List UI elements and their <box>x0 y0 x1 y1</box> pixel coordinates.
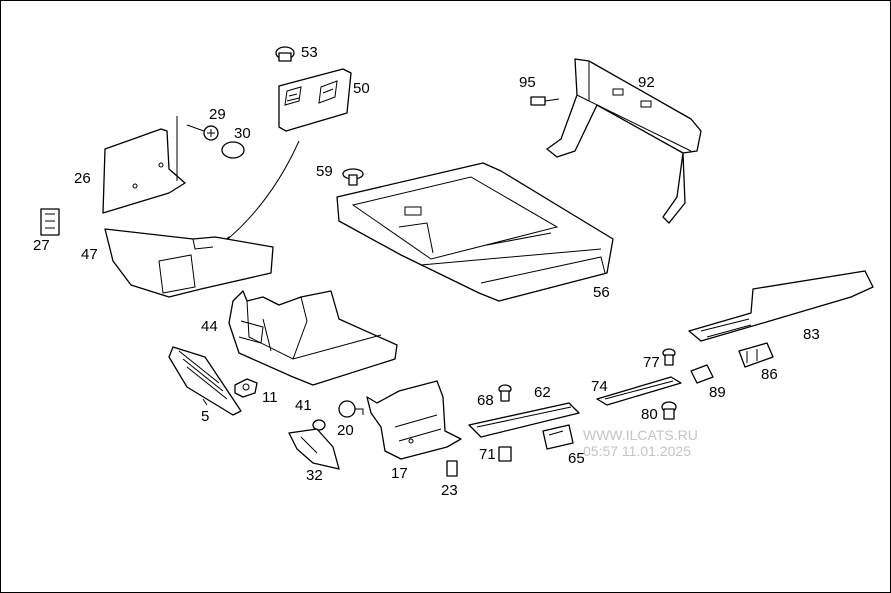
label-62: 62 <box>534 384 551 401</box>
part-74-sill-strip[interactable] <box>596 376 682 406</box>
part-50-net[interactable] <box>278 68 352 132</box>
label-65: 65 <box>568 450 585 467</box>
part-27-clip[interactable] <box>40 208 60 236</box>
label-50: 50 <box>353 80 370 97</box>
part-80-clip[interactable] <box>661 401 677 420</box>
watermark-site: WWW.ILCATS.RU <box>583 427 698 443</box>
watermark-timestamp: 05:57 11.01.2025 <box>583 443 691 459</box>
label-29: 29 <box>209 106 226 123</box>
part-77-clip[interactable] <box>662 348 676 366</box>
label-68: 68 <box>477 392 494 409</box>
label-86: 86 <box>761 366 778 383</box>
label-5: 5 <box>201 408 209 425</box>
part-56-rear-floor[interactable] <box>336 162 614 302</box>
label-77: 77 <box>643 354 660 371</box>
part-86-holder[interactable] <box>738 342 774 368</box>
part-5-plate[interactable] <box>168 346 242 416</box>
label-30: 30 <box>234 125 251 142</box>
label-80: 80 <box>641 406 658 423</box>
part-53-cap[interactable] <box>275 46 295 62</box>
label-41: 41 <box>295 397 312 414</box>
label-32: 32 <box>306 467 323 484</box>
part-83-sill-cover[interactable] <box>688 270 874 342</box>
label-27: 27 <box>33 237 50 254</box>
label-44: 44 <box>201 318 218 335</box>
part-92-crossmember[interactable] <box>546 58 702 224</box>
part-26-panel[interactable] <box>102 116 186 214</box>
part-32-bracket[interactable] <box>288 428 340 470</box>
part-11-nut[interactable] <box>234 378 258 398</box>
net-pointer-line <box>222 140 300 244</box>
part-23-block[interactable] <box>446 460 458 477</box>
part-47-carpet[interactable] <box>104 228 274 298</box>
label-56: 56 <box>593 284 610 301</box>
part-29-screw[interactable] <box>186 124 219 141</box>
part-65-holder[interactable] <box>542 424 574 450</box>
label-89: 89 <box>709 384 726 401</box>
part-59-clip[interactable] <box>342 168 364 186</box>
label-20: 20 <box>337 422 354 439</box>
part-41-clip[interactable] <box>312 419 326 431</box>
label-74: 74 <box>591 378 608 395</box>
label-92: 92 <box>638 74 655 91</box>
part-30-clip[interactable] <box>221 141 245 159</box>
label-23: 23 <box>441 482 458 499</box>
part-95-bolt[interactable] <box>530 96 560 106</box>
label-17: 17 <box>391 465 408 482</box>
part-68-clip[interactable] <box>498 384 512 402</box>
part-89-holder[interactable] <box>690 364 714 384</box>
part-44-floor-carpet[interactable] <box>228 290 398 386</box>
label-71: 71 <box>479 446 496 463</box>
label-47: 47 <box>81 246 98 263</box>
part-20-screw[interactable] <box>338 400 364 418</box>
label-11: 11 <box>262 389 278 406</box>
label-53: 53 <box>301 44 318 61</box>
part-17-trim[interactable] <box>366 380 462 460</box>
part-62-sill-strip[interactable] <box>468 402 580 438</box>
label-59: 59 <box>316 163 333 180</box>
label-83: 83 <box>803 326 820 343</box>
label-26: 26 <box>74 170 91 187</box>
part-71-clip[interactable] <box>498 446 512 462</box>
label-95: 95 <box>519 74 536 91</box>
